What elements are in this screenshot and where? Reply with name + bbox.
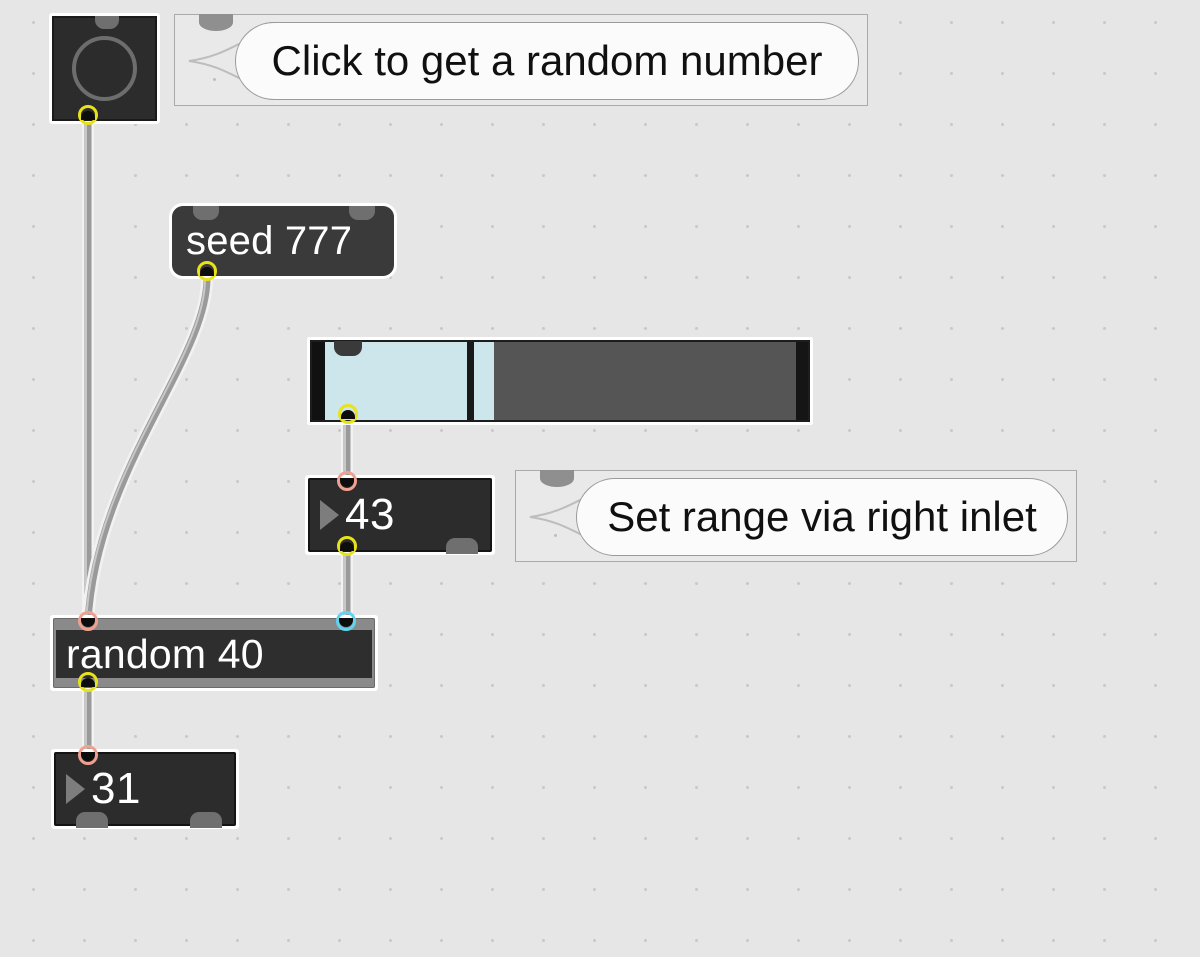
bang-object[interactable] (52, 16, 157, 121)
slider-left-cap (312, 342, 325, 420)
slider-knob[interactable] (467, 342, 474, 420)
comment-range-box[interactable]: Set range via right inlet (515, 470, 1077, 562)
slider-halo (307, 337, 813, 425)
comment-range-bubble: Set range via right inlet (576, 478, 1068, 556)
number31-triangle-icon (66, 774, 85, 804)
slider-object[interactable] (310, 340, 810, 422)
number31-outlet-grey-left (76, 812, 108, 828)
number43-value: 43 (345, 490, 395, 539)
number43-halo (305, 475, 495, 555)
object-random-object[interactable]: random 40 (53, 618, 375, 688)
slider-inlet[interactable] (334, 341, 362, 356)
slider-right-cap (796, 342, 808, 420)
slider-outlet[interactable] (341, 410, 355, 419)
message-seed-inlet-right[interactable] (349, 206, 375, 220)
message-seed-text: seed 777 (186, 218, 353, 263)
object-random-inner: random 40 (56, 630, 372, 678)
number31-halo (51, 749, 239, 829)
number43-triangle-icon (320, 500, 339, 530)
object-random-halo (50, 615, 378, 691)
bang-inlet[interactable] (95, 16, 119, 29)
comment-click-bubble: Click to get a random number (235, 22, 859, 100)
number31-value: 31 (91, 764, 141, 813)
number43-outlet-grey (446, 538, 478, 554)
bang-outlet[interactable] (81, 111, 95, 120)
number43-outlet[interactable] (340, 542, 354, 551)
object-random-outlet[interactable] (81, 678, 95, 687)
comment-range-dot (554, 534, 557, 537)
message-seed-outlet[interactable] (200, 267, 214, 276)
comment-click-dot (213, 78, 216, 81)
number31-outlet-grey-right (190, 812, 222, 828)
object-random-text: random 40 (66, 630, 264, 677)
message-seed-inlet-left[interactable] (193, 206, 219, 220)
cord-seed-to-random (82, 272, 213, 628)
comment-range-text: Set range via right inlet (607, 493, 1037, 540)
message-seed-halo (169, 203, 397, 279)
comment-click-text: Click to get a random number (271, 37, 823, 84)
comment-range-notch (540, 470, 574, 487)
comment-click-box[interactable]: Click to get a random number (174, 14, 868, 106)
comment-click-notch (199, 14, 233, 31)
bang-halo (49, 13, 160, 124)
bang-circle-icon (72, 36, 137, 101)
